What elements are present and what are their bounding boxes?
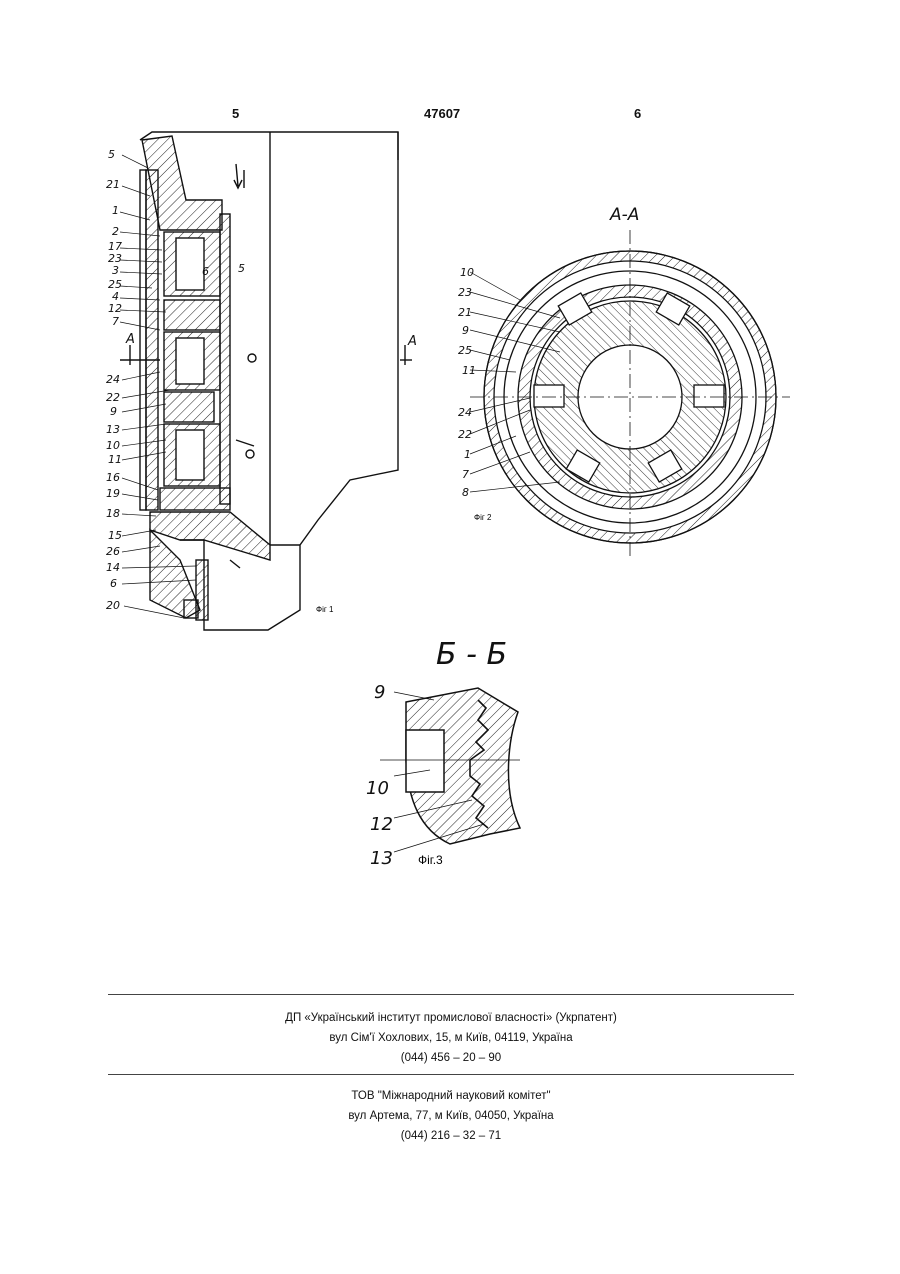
fig2-caption: Фіг 2 <box>474 513 492 522</box>
fig3-label: 10 <box>366 778 389 799</box>
fig1-label: 26 <box>106 545 120 558</box>
fig1-label: 5 <box>108 148 115 161</box>
section-marker-left: А <box>125 332 135 347</box>
fig1-label: 13 <box>106 423 120 436</box>
figure-1 <box>120 132 412 630</box>
fig2-label: 11 <box>462 364 476 377</box>
org2-name: ТОВ "Міжнародний науковий комітет" <box>108 1086 794 1106</box>
fig1-label: 6 <box>110 577 117 590</box>
fig2-label: 1 <box>464 448 471 461</box>
footer-org1: ДП «Український інститут промислової вла… <box>108 1008 794 1068</box>
fig2-label: 24 <box>458 406 472 419</box>
fig1-label: 3 <box>112 264 119 277</box>
fig3-label: 13 <box>370 848 393 869</box>
fig1-label: 15 <box>108 529 122 542</box>
fig1-label: 18 <box>106 507 120 520</box>
fig1-label: 24 <box>106 373 120 386</box>
fig1-inner-label: 5 <box>238 262 245 275</box>
fig1-label: 7 <box>112 315 119 328</box>
section-title-bb: Б - Б <box>436 637 507 672</box>
fig3-caption: Фіг.3 <box>418 853 443 867</box>
fig1-label: 20 <box>106 599 120 612</box>
org2-phone: (044) 216 – 32 – 71 <box>108 1126 794 1146</box>
fig1-inner-label: 6 <box>202 265 209 278</box>
fig1-label: 14 <box>106 561 120 574</box>
fig1-label: 21 <box>106 178 120 191</box>
footer-org2: ТОВ "Міжнародний науковий комітет" вул А… <box>108 1086 794 1146</box>
org1-name: ДП «Український інститут промислової вла… <box>108 1008 794 1028</box>
fig1-label: 19 <box>106 487 120 500</box>
patent-drawings: 5 21 1 2 17 23 3 25 4 12 7 24 22 9 13 10… <box>0 0 900 900</box>
fig2-label: 22 <box>458 428 472 441</box>
fig2-label: 10 <box>460 266 474 279</box>
section-marker-right: А <box>407 334 417 349</box>
fig1-caption: Фіг 1 <box>316 605 334 614</box>
fig2-label: 8 <box>462 486 469 499</box>
section-title-aa: А-А <box>609 205 639 225</box>
fig1-label: 10 <box>106 439 120 452</box>
footer-rule-middle <box>108 1074 794 1075</box>
fig1-label: 12 <box>108 302 122 315</box>
fig1-label: 9 <box>110 405 117 418</box>
org2-address: вул Артема, 77, м Київ, 04050, Україна <box>108 1106 794 1126</box>
fig2-label: 23 <box>458 286 472 299</box>
fig2-label: 9 <box>462 324 469 337</box>
fig2-label: 7 <box>462 468 469 481</box>
fig1-label: 2 <box>112 225 119 238</box>
fig3-label: 12 <box>370 814 393 835</box>
org1-address: вул Сім'ї Хохлових, 15, м Київ, 04119, У… <box>108 1028 794 1048</box>
fig1-label: 22 <box>106 391 120 404</box>
footer-rule-top <box>108 994 794 995</box>
org1-phone: (044) 456 – 20 – 90 <box>108 1048 794 1068</box>
figure-3 <box>380 688 520 844</box>
fig2-label: 25 <box>458 344 472 357</box>
fig2-label: 21 <box>458 306 472 319</box>
fig1-label: 16 <box>106 471 120 484</box>
fig3-label: 9 <box>374 682 385 703</box>
fig1-label: 11 <box>108 453 122 466</box>
figure-2 <box>470 230 790 560</box>
fig1-label: 1 <box>112 204 119 217</box>
